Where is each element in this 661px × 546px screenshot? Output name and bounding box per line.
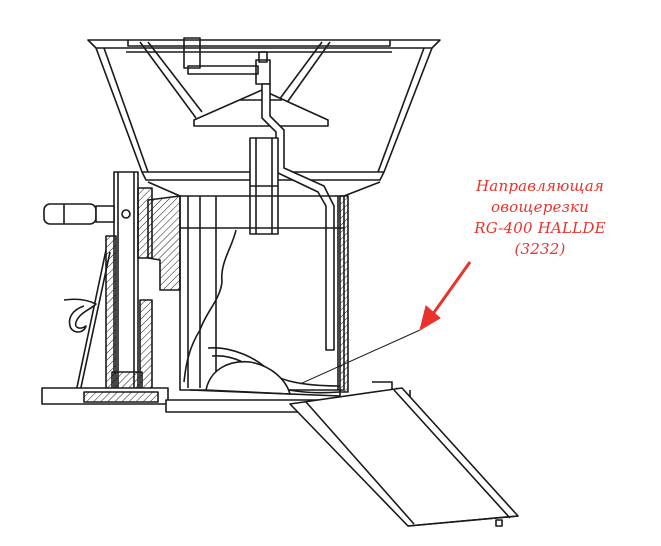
leader-line xyxy=(299,329,421,385)
callout-arrow xyxy=(419,261,472,332)
side-handle xyxy=(43,203,131,225)
cone-cap xyxy=(193,89,329,127)
callout-label: Направляющая овощерезки RG-400 HALLDE (3… xyxy=(440,176,640,260)
drum xyxy=(249,137,279,235)
vegetable-guide xyxy=(189,347,341,397)
callout-line-3: RG-400 HALLDE xyxy=(474,219,606,237)
discharge-chute xyxy=(289,387,519,527)
callout-line-1: Направляющая xyxy=(476,177,604,195)
lever-wire xyxy=(63,249,111,393)
cutaway-edge xyxy=(183,229,237,383)
callout-line-4: (3232) xyxy=(514,240,566,258)
callout-line-2: овощерезки xyxy=(491,198,589,216)
left-column xyxy=(105,171,181,393)
